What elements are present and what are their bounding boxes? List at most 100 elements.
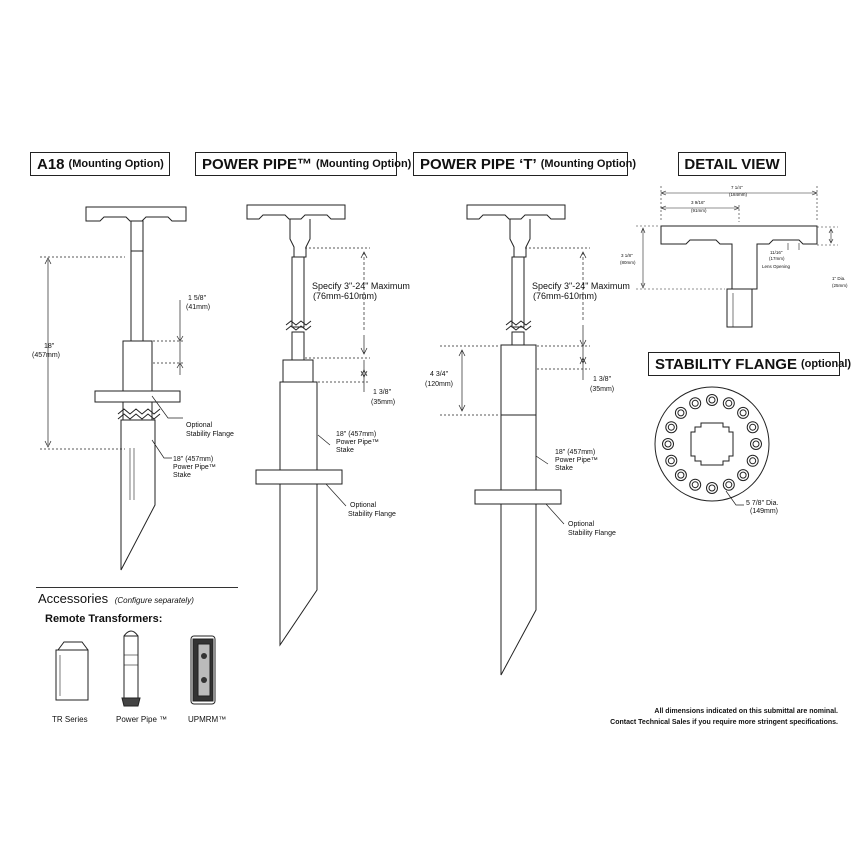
flange-hole-inner [677,471,685,479]
remote-transformers-title: Remote Transformers: [45,613,163,625]
stability-flange-drawing [654,386,770,502]
power-pipe-t-break-symbol [505,320,532,331]
flange-hole [689,397,702,410]
a18-break-symbol [117,408,161,420]
flange-hole-inner [749,423,757,431]
power-pipe-t-stake-label-2: Power Pipe™ [555,457,598,464]
power-pipe-coupler [282,359,314,383]
power-pipe-flange [255,469,343,485]
a18-fixture-drawing [85,206,187,571]
detail-view-dimensions [636,186,838,290]
power-pipe-stake [279,381,318,647]
a18-collar [122,340,153,392]
power-pipe-head [246,204,346,220]
power-pipe-t-housing [500,344,537,416]
flange-center-opening [690,422,734,466]
flange-dia-in: 5 7/8" Dia. [746,500,779,507]
a18-dimensions [40,256,185,459]
flange-hole-inner [739,471,747,479]
detail-view-title-main: DETAIL VIEW [684,155,780,173]
a18-title: A18 (Mounting Option) [30,152,170,176]
flange-hole-inner [708,484,716,492]
power-pipe-t-stake-label-3: Stake [555,465,573,472]
detail-view-drawing [660,225,818,328]
a18-title-sub: (Mounting Option) [68,158,164,170]
power-pipe-t-stem-top [509,219,531,258]
power-pipe-t-dim-mm: (35mm) [590,386,614,393]
power-pipe-t-flange [474,489,562,505]
detail-view-head [660,225,818,290]
a18-stem-top [130,220,144,252]
a18-stake-label-2: Power Pipe™ [173,464,216,471]
power-pipe-dim-mm: (35mm) [371,399,395,406]
power-pipe-t-dimensions [440,247,590,525]
power-pipe-stake-label-2: Power Pipe™ [336,439,379,446]
accessories-subtitle: (Configure separately) [114,596,194,605]
flange-hole [674,469,687,482]
flange-hole [662,438,674,450]
detail-dia-mm: (25mm) [832,283,848,288]
flange-hole [706,394,718,406]
disclaimer-line-1: All dimensions indicated on this submitt… [654,708,838,715]
flange-hole [722,478,735,491]
detail-height-in: 3 1/8" [621,253,633,258]
power-pipe-t-head [466,204,566,220]
power-pipe-flange-label-2: Stability Flange [348,511,396,518]
power-pipe-drawing [246,204,346,647]
accessory-label-power-pipe: Power Pipe ™ [116,715,168,724]
flange-hole-inner [691,399,699,407]
a18-stem [130,250,144,342]
flange-hole [665,421,678,434]
power-pipe-stake-label-1: 18" (457mm) [336,431,376,438]
flange-dim-leader [725,490,744,506]
stability-flange-title: STABILITY FLANGE (optional) [648,352,851,376]
flange-hole-inner [725,481,733,489]
power-pipe-stem-top [289,219,311,258]
a18-title-main: A18 [37,155,65,173]
flange-hole [737,406,750,419]
flange-hole-inner [752,440,760,448]
flange-hole-inner [677,409,685,417]
stability-flange-title-sub: (optional) [800,358,852,370]
power-pipe-title-sub: (Mounting Option) [316,158,412,170]
a18-stake [120,419,156,571]
a18-head [85,206,187,222]
power-pipe-t-specify-2: (76mm-610mm) [533,291,597,301]
accessories-title-text: Accessories [38,591,109,606]
accessories-title: Accessories (Configure separately) [38,591,194,606]
detail-height-mm: (80mm) [620,260,636,265]
flange-dia-mm: (149mm) [750,508,778,515]
power-pipe-t-stake-label-1: 18" (457mm) [555,449,595,456]
power-pipe-stem [291,256,305,328]
tr-series-icon [55,641,89,701]
flange-hole-inner [667,423,675,431]
power-pipe-specify-1: Specify 3"-24" Maximum [312,281,410,291]
power-pipe-break-symbol [285,320,312,331]
power-pipe-transformer-icon [121,630,141,707]
power-pipe-t-flange-label-1: Optional [568,521,595,528]
detail-lens-label: Lens Opening [762,264,791,269]
disclaimer-line-2: Contact Technical Sales if you require m… [610,719,838,726]
a18-dim-len-mm: (457mm) [32,352,60,359]
detail-half-mm: (91mm) [691,208,707,213]
flange-hole-inner [725,399,733,407]
power-pipe-t-drawing [466,204,566,676]
flange-hole-inner [667,457,675,465]
power-pipe-t-stake [500,414,537,676]
detail-view-title: DETAIL VIEW [678,152,786,176]
flange-hole-inner [749,457,757,465]
flange-hole-inner [664,440,672,448]
flange-hole [674,406,687,419]
flange-hole [722,397,735,410]
detail-half-in: 3 9/16" [691,200,706,205]
power-pipe-t-stem-lower [511,331,525,346]
power-pipe-t-flange-label-2: Stability Flange [568,530,616,537]
detail-width-in: 7 1/4" [731,185,743,190]
power-pipe-title-main: POWER PIPE™ [202,155,313,173]
disclaimer: All dimensions indicated on this submitt… [610,706,838,728]
a18-dim-top-mm: (41mm) [186,304,210,311]
a18-flange-label-1: Optional [186,422,213,429]
flange-hole-inner [691,481,699,489]
power-pipe-t-title: POWER PIPE ‘T’ (Mounting Option) [413,152,636,176]
